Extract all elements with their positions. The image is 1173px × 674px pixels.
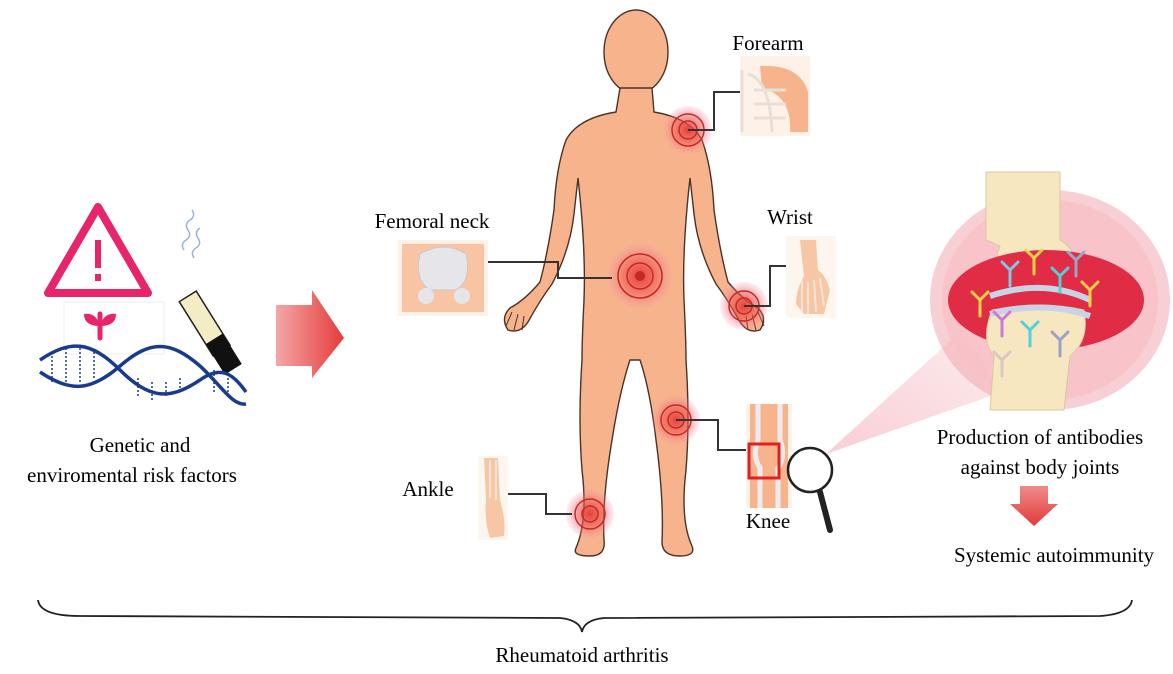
- knee-label: Knee: [746, 509, 790, 533]
- wrist-hand-image: [786, 236, 836, 318]
- joint-antibody-illustration: [930, 172, 1170, 410]
- antibodies-label-line1: Production of antibodies: [937, 425, 1143, 449]
- ankle-label: Ankle: [402, 477, 453, 501]
- magnifier-icon: [788, 448, 832, 530]
- systemic-label: Systemic autoimmunity: [954, 543, 1155, 567]
- forearm-joint-image: [740, 56, 810, 136]
- cigarette-icon: [179, 210, 242, 375]
- knee-joint-image: [746, 404, 792, 508]
- femoral-neck-label: Femoral neck: [375, 209, 490, 233]
- pelvis-image: [398, 240, 488, 316]
- inflammation-hip: [608, 244, 672, 308]
- bracket-brace: [38, 600, 1132, 632]
- progression-arrow: [276, 290, 344, 378]
- inflammation-ankle: [566, 490, 614, 538]
- risk-label-line1: Genetic and: [90, 433, 191, 457]
- warning-triangle-icon: [48, 207, 148, 293]
- forearm-label: Forearm: [732, 31, 803, 55]
- down-arrow: [1010, 486, 1058, 526]
- risk-label-line2: enviromental risk factors: [27, 463, 237, 487]
- ankle-foot-image: [478, 456, 508, 540]
- antibodies-label-line2: against body joints: [961, 455, 1120, 479]
- rheumatoid-arthritis-label: Rheumatoid arthritis: [495, 643, 668, 667]
- wrist-label: Wrist: [767, 205, 813, 229]
